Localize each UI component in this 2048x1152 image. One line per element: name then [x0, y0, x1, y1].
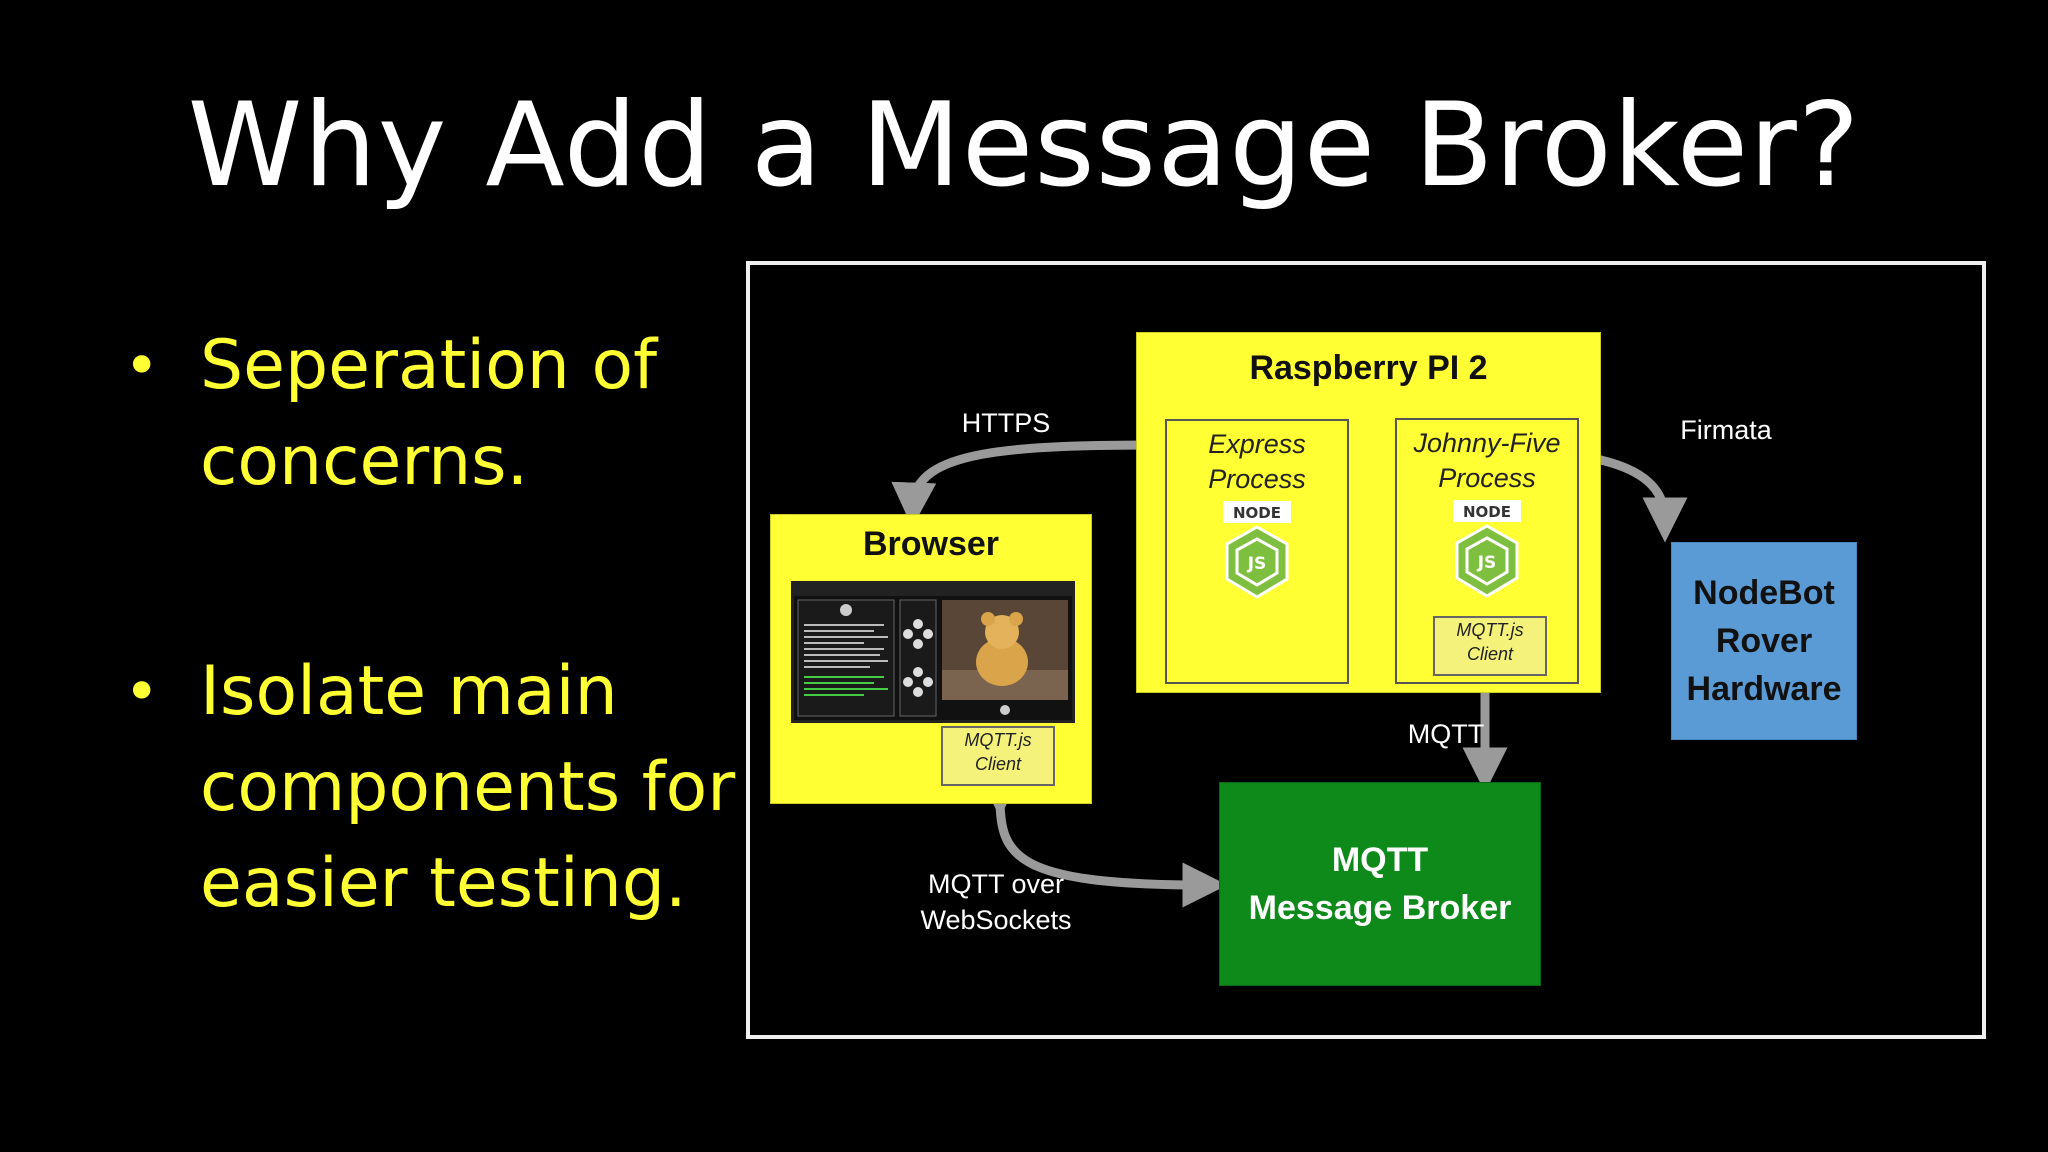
bullet-text: Seperation of concerns.	[200, 326, 658, 501]
nodebot-hardware-box: NodeBot Rover Hardware	[1671, 542, 1857, 740]
bullet-item: • Seperation of concerns.	[120, 318, 740, 510]
bullet-list: • Seperation of concerns. • Isolate main…	[120, 318, 740, 932]
nodejs-logo-icon: NODE JS	[1223, 501, 1291, 599]
websockets-label: MQTT over WebSockets	[920, 869, 1072, 935]
bullet-dot-icon: •	[124, 331, 160, 401]
https-label: HTTPS	[961, 408, 1051, 438]
svg-text:JS: JS	[1477, 553, 1497, 573]
web-app-screenshot-icon	[791, 581, 1075, 723]
nodejs-logo-icon: NODE JS	[1453, 500, 1521, 598]
broker-label: MQTT Message Broker	[1248, 841, 1512, 927]
raspberry-pi-title: Raspberry PI 2	[1249, 349, 1488, 387]
slide-title: Why Add a Message Broker?	[187, 78, 1861, 213]
mqtt-client-browser: MQTT.js Client	[941, 726, 1055, 786]
svg-text:NODE: NODE	[1233, 504, 1281, 522]
mqtt-label: MQTT	[1407, 719, 1485, 749]
browser-title: Browser	[862, 525, 1000, 563]
johnny-five-process-label: Johnny-Five Process	[1413, 428, 1561, 493]
bullet-text: Isolate main components for easier testi…	[200, 652, 736, 923]
raspberry-pi-box: Raspberry PI 2 Express Process NODE JS J…	[1136, 332, 1601, 693]
nodebot-label: NodeBot Rover Hardware	[1686, 574, 1842, 708]
mqtt-client-rpi: MQTT.js Client	[1433, 616, 1547, 676]
bullet-dot-icon: •	[124, 657, 160, 727]
architecture-diagram: Raspberry PI 2 Express Process NODE JS J…	[746, 261, 1986, 1039]
firmata-label: Firmata	[1680, 415, 1772, 445]
browser-box: Browser	[770, 514, 1092, 804]
bullet-item: • Isolate main components for easier tes…	[120, 644, 740, 932]
express-process-box: Express Process NODE JS	[1165, 419, 1349, 684]
mqtt-broker-box: MQTT Message Broker	[1219, 782, 1541, 986]
svg-text:JS: JS	[1247, 554, 1267, 574]
https-arrow	[891, 440, 1167, 528]
express-process-label: Express Process	[1208, 429, 1306, 494]
svg-text:NODE: NODE	[1463, 503, 1511, 521]
johnny-five-process-box: Johnny-Five Process NODE JS MQTT.js Clie…	[1395, 418, 1579, 684]
